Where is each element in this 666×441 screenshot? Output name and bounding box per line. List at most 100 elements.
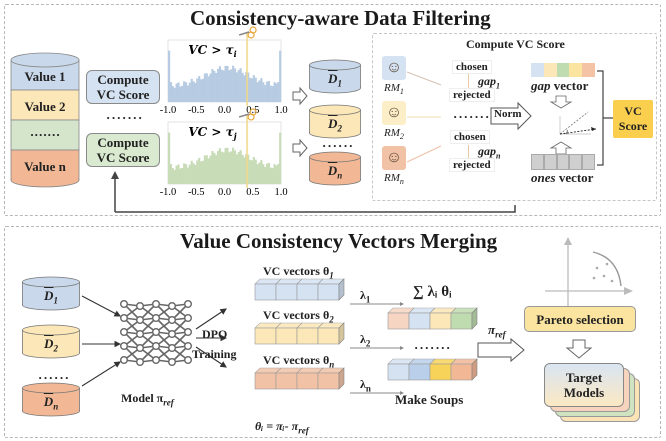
histogram-bar (177, 164, 180, 184)
histogram-bar (196, 78, 199, 102)
training-dataset-3: Dn (22, 382, 80, 422)
merging-panel (4, 226, 661, 438)
pareto-selection-box: Pareto selection (524, 306, 636, 332)
gap-sub: n (496, 151, 501, 161)
ones-vector-italic: ones (531, 170, 556, 185)
compute-vc-panel (372, 33, 657, 201)
histogram-bar (201, 160, 205, 184)
vc-vector-cubes-1 (254, 278, 347, 307)
feedback-arrow (111, 171, 516, 213)
histogram-bar (247, 72, 250, 102)
down-arrow-icon (565, 339, 593, 359)
compute-box-line1: Compute (97, 135, 149, 150)
norm-label: Norm (494, 108, 522, 120)
cylinder-icon (309, 151, 361, 186)
histogram-bar (200, 79, 203, 102)
x-tick-label: -0.5 (188, 187, 205, 198)
rm-text: RM (384, 172, 400, 184)
hollow-arrow-icon (292, 138, 308, 158)
cylinder-icon (22, 276, 80, 311)
histogram-bar (220, 69, 223, 102)
histogram-bar (254, 159, 257, 184)
soup-cubes-bottom (387, 358, 480, 387)
histogram-bar (169, 82, 173, 102)
histogram-bar (247, 154, 250, 184)
ones-vector-cell (556, 154, 570, 170)
histogram-bar (192, 163, 195, 184)
histogram-bar (275, 83, 278, 102)
histogram-bar (241, 154, 244, 184)
make-soups-label: Make Soups (395, 392, 464, 407)
dpo-arrows (195, 308, 228, 368)
histogram-bar (232, 147, 235, 184)
histogram-bar (226, 65, 229, 102)
neuron-node (120, 299, 128, 308)
neuron-node (136, 316, 145, 325)
histogram-bar (198, 76, 201, 102)
vc-vector-text: VC vectors θ (263, 308, 330, 322)
reward-model-3: ☺RMn (382, 146, 406, 186)
histogram-bar (235, 72, 238, 102)
histogram-bar (183, 81, 186, 102)
histogram-bar (171, 86, 174, 102)
dataset-label: D1 (309, 71, 361, 89)
x-tick-label: -0.5 (188, 105, 205, 116)
histogram-bar (248, 77, 252, 102)
neuron-node (120, 314, 128, 323)
neuron-node (183, 328, 192, 337)
neuron-node (168, 316, 177, 325)
vector-cube (408, 312, 431, 330)
rejected-label-1: rejected (449, 88, 495, 102)
histogram-bar (258, 162, 261, 184)
histogram-condition: VC > τj (188, 125, 236, 141)
histogram-bar (181, 85, 184, 102)
reward-model-head-icon: ☺ (382, 101, 406, 125)
histogram-bar (196, 160, 199, 184)
histogram-bar (230, 69, 233, 102)
histogram-bar (224, 147, 227, 184)
histogram-bar (188, 164, 191, 184)
neuron-node (183, 314, 192, 323)
histogram-bar (241, 72, 244, 102)
neuron-node (120, 342, 128, 351)
histogram-bar (205, 73, 208, 102)
rm-connectors (406, 71, 442, 163)
neuron-node (168, 344, 177, 353)
histogram-bar (222, 152, 225, 184)
histogram-bar (168, 50, 171, 102)
histogram-bar (207, 158, 210, 184)
histogram-bar (190, 160, 193, 184)
vector-cube (317, 372, 340, 390)
neuron-node (152, 314, 161, 323)
vector-cube (450, 363, 473, 381)
histogram-bar (218, 148, 222, 184)
histogram-bar (269, 167, 272, 184)
histogram-bar (264, 85, 267, 102)
gap-vector-cell (582, 63, 595, 77)
histogram-bar (250, 160, 254, 184)
histogram-bar (226, 147, 229, 184)
scissors-icon (238, 26, 257, 39)
histogram-bar (169, 164, 173, 184)
x-tick-label: -1.0 (160, 187, 177, 198)
histogram-bar (215, 73, 218, 102)
filtered-dots: ······ (322, 138, 355, 153)
lambda-sub: n (365, 383, 371, 394)
histogram-bar (264, 167, 267, 184)
histogram-bar (188, 82, 191, 102)
dataset-letter: D (43, 394, 54, 409)
neural-network-icon (120, 299, 192, 366)
histogram-bar (243, 157, 246, 184)
vector-cube (296, 283, 319, 301)
histogram-bar (211, 69, 214, 102)
theta-formula-sub: ref (298, 425, 309, 436)
lambda-text: λ (360, 288, 366, 302)
compute-box-line1: Compute (97, 72, 149, 87)
hollow-arrow-icon (292, 86, 308, 106)
x-tick-label: 0.0 (218, 187, 231, 198)
vc-vector-sub: 2 (329, 314, 334, 325)
dataset-subscript: 1 (53, 295, 58, 306)
gap-sub: 1 (496, 81, 500, 91)
vc-vector-label-3: VC vectors θn (263, 353, 334, 369)
histogram-bar (213, 152, 216, 184)
